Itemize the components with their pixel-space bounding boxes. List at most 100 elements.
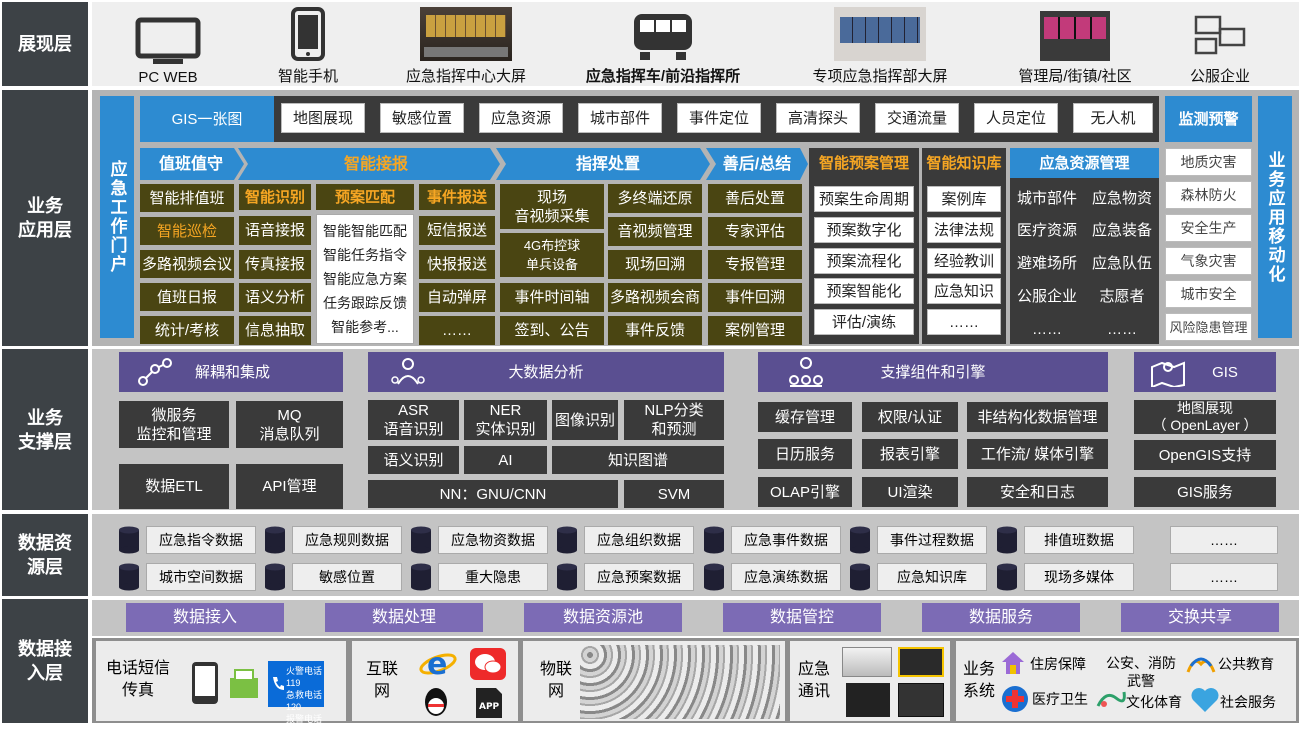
database-icon	[265, 563, 285, 591]
plan-item: 预案数字化	[814, 217, 914, 243]
arrow-command-label: 指挥处置	[575, 155, 640, 173]
cmd-item: 现场回溯	[608, 250, 702, 279]
support-item: 缓存管理	[758, 402, 852, 432]
data-resource-item: 应急演练数据	[731, 563, 841, 591]
access-internet-label: 互联 网	[365, 661, 398, 700]
support-item: 权限/认证	[862, 402, 958, 432]
recv-item: 短信报送	[419, 216, 495, 245]
command-center-photo	[420, 7, 512, 61]
biz-item-culture: 文化体育	[1126, 694, 1182, 710]
data-bar-item: 数据处理	[325, 603, 483, 632]
pres-smartphone: 智能手机	[266, 6, 350, 86]
support-item: OpenGIS支持	[1134, 440, 1276, 470]
recv-header: 预案匹配	[316, 184, 414, 210]
support-item: UI渲染	[862, 477, 958, 507]
recv-item: 自动弹屏	[419, 283, 495, 312]
duty-item: 统计/考核	[140, 316, 234, 344]
iot-devices-image	[580, 645, 780, 719]
biz-item-housing: 住房保障	[1030, 656, 1086, 672]
pres-pc-web: PC WEB	[122, 6, 214, 86]
telephone-icon	[273, 677, 284, 690]
gis-item: 应急资源	[479, 103, 563, 133]
data-bar-item: 数据资源池	[524, 603, 682, 632]
data-resource-item: 敏感位置	[292, 563, 402, 591]
monitor-item: 地质灾害	[1165, 148, 1252, 176]
support-item: 工作流/ 媒体引擎	[967, 439, 1108, 469]
monitor-item: 气象灾害	[1165, 247, 1252, 275]
recv-item: 快报报送	[419, 250, 495, 279]
gis-item: 敏感位置	[380, 103, 464, 133]
layer-label-data-resource: 数据资 源层	[2, 514, 88, 596]
recv-item: ……	[419, 316, 495, 345]
data-resource-item: 应急组织数据	[584, 526, 694, 554]
support-item: API管理	[236, 464, 343, 509]
comm-terminal-image	[898, 683, 944, 717]
resource-item: ……	[1107, 320, 1137, 338]
support-group-gis: GIS	[1134, 352, 1276, 392]
resource-item: 城市部件	[1016, 189, 1077, 207]
gis-item: 事件定位	[677, 103, 761, 133]
recv-mid-item: 智能应急方案	[323, 271, 407, 287]
gis-item: 人员定位	[974, 103, 1058, 133]
database-icon	[119, 526, 139, 554]
duty-item: 智能巡检	[140, 217, 234, 245]
resource-item: 应急物资	[1091, 189, 1152, 207]
recv-mid-item: 智能智能匹配	[323, 223, 407, 239]
data-resource-item: 应急知识库	[877, 563, 987, 591]
recv-mid-item: 任务跟踪反馈	[323, 295, 407, 311]
after-item: 专家评估	[708, 217, 802, 246]
data-resource-item: 应急指令数据	[146, 526, 256, 554]
support-item: GIS服务	[1134, 477, 1276, 507]
access-iot-label: 物联 网	[539, 661, 572, 700]
data-resource-item: 事件过程数据	[877, 526, 987, 554]
plan-item: 预案智能化	[814, 278, 914, 304]
recv-mid-panel: 智能智能匹配 智能任务指令 智能应急方案 任务跟踪反馈 智能参考...	[316, 214, 414, 344]
svg-text:e: e	[427, 647, 447, 682]
database-icon	[557, 563, 577, 591]
support-item: NN：GNU/CNN	[368, 480, 618, 508]
knowledge-item: 法律法规	[927, 217, 1001, 243]
education-icon	[1186, 657, 1216, 673]
housing-icon	[1002, 652, 1024, 674]
mobile-phone-icon	[192, 662, 218, 704]
recv-item: 语义分析	[239, 283, 311, 312]
data-resource-item: 现场多媒体	[1024, 563, 1134, 591]
data-resource-item: 排值班数据	[1024, 526, 1134, 554]
recv-item: 信息抽取	[239, 316, 311, 345]
sign-line: 火警电话 119	[286, 666, 323, 688]
database-icon	[997, 526, 1017, 554]
biz-item-social: 社会服务	[1220, 694, 1276, 710]
cmd-item: 音视频管理	[608, 217, 702, 246]
database-icon	[850, 526, 870, 554]
support-item: SVM	[624, 480, 724, 508]
emergency-phone-sign: 火警电话 119 急救电话 120 报警电话 110	[268, 661, 324, 736]
support-item: 微服务 监控和管理	[119, 401, 229, 448]
access-biz-label: 业务 系统	[962, 661, 995, 700]
cmd-item: 多终端还原	[608, 184, 702, 213]
database-icon	[119, 563, 139, 591]
support-item: 安全和日志	[967, 477, 1108, 507]
resource-item: 志愿者	[1099, 287, 1145, 305]
resource-item: 应急队伍	[1091, 254, 1152, 272]
pres-public-enterprise: 公服企业	[1180, 6, 1260, 86]
data-bar-item: 数据服务	[922, 603, 1080, 632]
support-item: 数据ETL	[119, 464, 229, 509]
plan-item: 预案流程化	[814, 248, 914, 274]
layer-label-business-app: 业务 应用层	[2, 90, 88, 346]
knowledge-item: 经验教训	[927, 248, 1001, 274]
arrow-duty-label: 值班值守	[158, 155, 223, 173]
data-resource-item: ……	[1170, 563, 1278, 591]
recv-item: 传真接报	[239, 250, 311, 279]
database-icon	[704, 526, 724, 554]
gis-item: 交通流量	[875, 103, 959, 133]
access-comm-label: 应急 通讯	[797, 661, 830, 700]
arrow-command	[496, 148, 710, 180]
database-icon	[704, 563, 724, 591]
support-item: MQ 消息队列	[236, 401, 343, 448]
map-icon	[1151, 361, 1185, 387]
mobile-column: 业务应用移动化	[1258, 96, 1292, 338]
biz-item-police: 公安、消防 武警	[1106, 655, 1176, 689]
svg-text:APP: APP	[479, 702, 500, 712]
database-icon	[411, 526, 431, 554]
bus-icon	[634, 14, 692, 60]
